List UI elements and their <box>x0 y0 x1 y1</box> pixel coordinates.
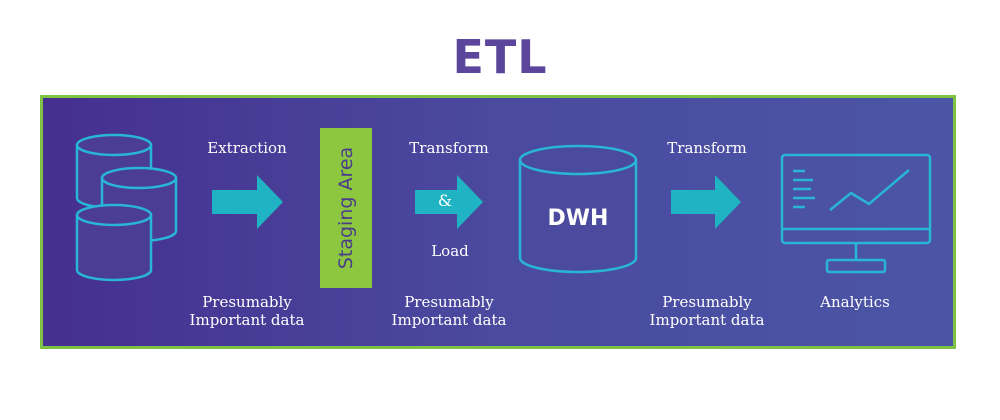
staging-area-label: Staging Area <box>335 146 357 270</box>
transform-top-label: Transform <box>667 139 747 157</box>
dwh-label: DWH <box>547 206 609 231</box>
transform-load-top-label: Transform <box>409 139 489 157</box>
transform-load-data-label-line1: Presumably <box>404 293 494 311</box>
extraction-arrow-icon <box>212 175 283 229</box>
database-stack-icon <box>75 133 178 282</box>
staging-area-box: Staging Area <box>320 128 372 288</box>
analytics-label: Analytics <box>820 293 890 311</box>
extraction-data-label-line1: Presumably <box>202 293 292 311</box>
etl-graphics <box>75 133 932 282</box>
extraction-label: Extraction <box>207 139 287 157</box>
etl-panel: Extraction Presumably Important data Sta… <box>40 95 956 349</box>
transform-load-data-label-line2: Important data <box>391 311 507 329</box>
transform-load-ampersand: & <box>437 191 453 210</box>
monitor-chart-icon <box>780 153 932 274</box>
dwh-cylinder-icon <box>518 144 638 274</box>
extraction-data-label-line2: Important data <box>189 311 305 329</box>
transform-data-label-line2: Important data <box>649 311 765 329</box>
transform-data-label-line1: Presumably <box>662 293 752 311</box>
transform-arrow-icon <box>671 175 741 229</box>
transform-load-arrow-icon <box>415 175 483 229</box>
load-label: Load <box>431 242 469 260</box>
diagram-title: ETL <box>452 30 548 84</box>
